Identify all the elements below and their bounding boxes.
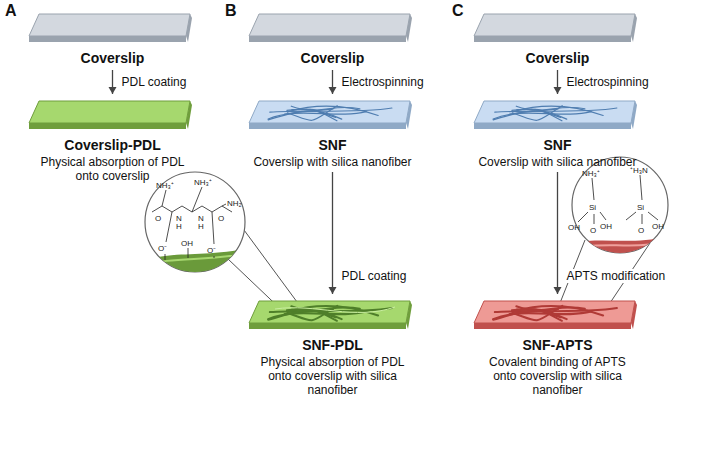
coverslip-node: Coverslip — [25, 8, 200, 67]
coverslip-node: Coverslip — [470, 8, 645, 67]
zoom-circle — [572, 157, 668, 253]
sample-description: Physical absorption of PDL onto coversli… — [25, 155, 200, 183]
sample-description: Physical absorption of PDL onto coversli… — [245, 355, 420, 397]
chemical-label: Si — [589, 203, 596, 212]
apts-structure — [570, 175, 670, 260]
chemical-label: O — [638, 226, 644, 235]
coverslip-node: Coverslip — [245, 8, 420, 67]
sample-name: Coverslip-PDL — [25, 137, 200, 154]
chemical-label: N — [198, 214, 204, 223]
zoom-leader — [244, 230, 300, 306]
sample-name: Coverslip — [470, 50, 645, 67]
sample-name: Coverslip — [25, 50, 200, 67]
chemical-label: O — [218, 214, 224, 223]
sample-description: Coverslip with silica nanofiber — [245, 155, 420, 169]
sample-name: SNF-APTS — [470, 337, 645, 354]
coverslip-illustration — [470, 95, 645, 135]
sample-description: Covalent binding of APTS onto coverslip … — [470, 355, 645, 397]
step-label: APTS modification — [566, 269, 667, 283]
coverslip-node: SNFCoverslip with silica nanofiber — [245, 95, 420, 169]
chemical-label: Si — [637, 203, 644, 212]
step-label: Electrospinning — [566, 75, 650, 89]
coverslip-node: Coverslip-PDLPhysical absorption of PDL … — [25, 95, 200, 183]
coverslip-illustration — [470, 295, 645, 335]
pdl-structure — [140, 187, 250, 280]
chemical-label: N — [176, 214, 182, 223]
coverslip-node: SNF-PDLPhysical absorption of PDL onto c… — [245, 295, 420, 397]
chemical-label: O⁻ — [207, 246, 216, 255]
chemical-label: NH₃⁺ — [156, 181, 174, 190]
sample-name: Coverslip — [245, 50, 420, 67]
coverslip-node: SNF-APTSCovalent binding of APTS onto co… — [470, 295, 645, 397]
process-arrow — [554, 70, 562, 94]
panel-letter: C — [452, 2, 464, 20]
step-label: PDL coating — [121, 75, 188, 89]
coverslip-illustration — [25, 8, 200, 48]
process-arrow — [329, 70, 337, 94]
panel-letter: A — [5, 2, 17, 20]
coverslip-illustration — [245, 95, 420, 135]
sample-description: Coverslip with silica nanofiber — [470, 155, 645, 169]
step-label: Electrospinning — [341, 75, 425, 89]
chemical-label: NH₂ — [227, 199, 242, 208]
coverslip-illustration — [245, 8, 420, 48]
chemical-label: H — [198, 222, 204, 231]
process-arrow — [329, 172, 337, 294]
chemical-label: H — [176, 222, 182, 231]
sample-name: SNF-PDL — [245, 337, 420, 354]
panel-letter: B — [225, 2, 237, 20]
chemical-label: ⁺H₃N — [630, 166, 648, 175]
chemical-label: OH — [568, 223, 580, 232]
chemical-label: OH — [652, 222, 664, 231]
coverslip-illustration — [470, 8, 645, 48]
step-label: PDL coating — [341, 269, 408, 283]
chemical-label: OH — [181, 239, 193, 248]
chemical-label: O⁻ — [158, 244, 167, 253]
chemical-label: NH₃⁺ — [582, 169, 600, 178]
chemical-label: NH₃⁺ — [194, 178, 212, 187]
chemical-label: OH — [600, 222, 612, 231]
chemical-label: O — [155, 214, 161, 223]
chemical-label: O — [590, 226, 596, 235]
process-arrow — [554, 172, 562, 294]
process-arrow — [109, 70, 117, 94]
coverslip-illustration — [25, 95, 200, 135]
coverslip-node: SNFCoverslip with silica nanofiber — [470, 95, 645, 169]
sample-name: SNF — [470, 137, 645, 154]
coverslip-illustration — [245, 295, 420, 335]
sample-name: SNF — [245, 137, 420, 154]
